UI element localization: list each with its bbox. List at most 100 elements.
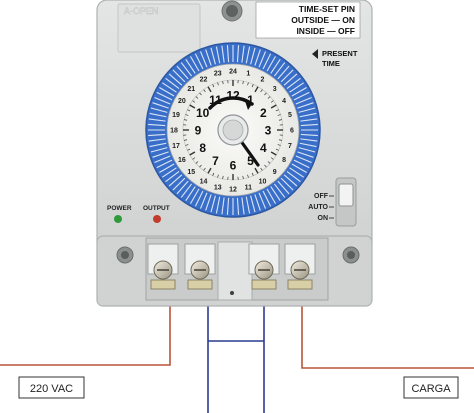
segment-tick[interactable] [300, 118, 318, 122]
segment-tick[interactable] [150, 107, 168, 113]
segment-tick[interactable] [199, 51, 208, 68]
segment-tick[interactable] [215, 196, 221, 214]
segment-tick[interactable] [215, 46, 221, 64]
segment-tick[interactable] [176, 180, 189, 195]
segment-tick[interactable] [291, 87, 307, 97]
segment-tick[interactable] [165, 170, 180, 183]
segment-tick[interactable] [254, 194, 261, 211]
segment-tick[interactable] [210, 195, 216, 213]
segment-tick[interactable] [283, 73, 298, 86]
segment-tick[interactable] [295, 96, 312, 105]
segment-tick[interactable] [270, 59, 281, 74]
segment-tick[interactable] [154, 155, 171, 164]
segment-tick[interactable] [298, 107, 316, 113]
segment-tick[interactable] [300, 133, 318, 137]
segment-tick[interactable] [241, 45, 245, 63]
segment-tick[interactable] [289, 82, 304, 93]
terminal-4[interactable] [284, 243, 316, 290]
segment-tick[interactable] [277, 180, 290, 195]
segment-tick[interactable] [293, 159, 310, 169]
segment-tick[interactable] [148, 118, 166, 122]
segment-tick[interactable] [236, 45, 240, 63]
segment-tick[interactable] [199, 192, 208, 209]
segment-tick[interactable] [156, 91, 173, 101]
segment-tick[interactable] [258, 192, 267, 209]
segment-tick[interactable] [299, 112, 317, 118]
segment-tick[interactable] [221, 45, 225, 63]
segment-tick[interactable] [258, 51, 267, 68]
segment-tick[interactable] [168, 73, 183, 86]
segment-tick[interactable] [273, 62, 286, 77]
segment-tick[interactable] [250, 195, 256, 213]
segment-tick[interactable] [277, 65, 290, 80]
segment-tick[interactable] [148, 133, 166, 137]
segment-tick[interactable] [297, 151, 314, 158]
segment-tick[interactable] [205, 194, 212, 211]
segment-tick[interactable] [266, 188, 276, 204]
dial-24h-number: 7 [288, 143, 292, 150]
segment-tick[interactable] [262, 190, 272, 207]
segment-tick[interactable] [194, 53, 204, 70]
segment-tick[interactable] [245, 46, 251, 64]
segment-tick[interactable] [295, 155, 312, 164]
segment-tick[interactable] [165, 77, 180, 90]
segment-tick[interactable] [180, 183, 193, 198]
segment-tick[interactable] [280, 69, 294, 83]
segment-tick[interactable] [262, 53, 272, 70]
segment-tick[interactable] [172, 177, 186, 191]
segment-tick[interactable] [148, 123, 166, 127]
mode-switch-slider[interactable] [338, 183, 354, 207]
terminal-3[interactable] [248, 243, 280, 290]
segment-tick[interactable] [250, 47, 256, 65]
segment-tick[interactable] [156, 159, 173, 169]
segment-tick[interactable] [286, 77, 301, 90]
segment-tick[interactable] [300, 123, 318, 127]
mode-switch[interactable]: OFF AUTO ON [308, 177, 357, 227]
segment-tick[interactable] [210, 47, 216, 65]
segment-tick[interactable] [245, 196, 251, 214]
segment-tick[interactable] [162, 167, 177, 178]
segment-tick[interactable] [205, 49, 212, 66]
segment-tick[interactable] [291, 163, 307, 173]
segment-tick[interactable] [190, 188, 200, 204]
segment-tick[interactable] [293, 91, 310, 101]
segment-tick[interactable] [172, 69, 186, 83]
segment-tick[interactable] [194, 190, 204, 207]
segment-tick[interactable] [266, 56, 276, 72]
segment-tick[interactable] [149, 112, 167, 118]
segment-tick[interactable] [299, 142, 317, 148]
segment-tick[interactable] [149, 142, 167, 148]
segment-tick[interactable] [226, 45, 230, 63]
segment-tick[interactable] [280, 177, 294, 191]
segment-tick[interactable] [152, 151, 169, 158]
segment-tick[interactable] [300, 138, 318, 142]
segment-tick[interactable] [286, 170, 301, 183]
segment-tick[interactable] [159, 87, 175, 97]
segment-tick[interactable] [185, 186, 196, 201]
segment-tick[interactable] [283, 174, 298, 187]
segment-tick[interactable] [221, 197, 225, 215]
segment-tick[interactable] [152, 102, 169, 109]
segment-tick[interactable] [150, 147, 168, 153]
segment-tick[interactable] [298, 147, 316, 153]
segment-tick[interactable] [297, 102, 314, 109]
segment-tick[interactable] [162, 82, 177, 93]
segment-tick[interactable] [168, 174, 183, 187]
segment-tick[interactable] [273, 183, 286, 198]
segment-tick[interactable] [270, 186, 281, 201]
segment-tick[interactable] [180, 62, 193, 77]
segment-tick[interactable] [236, 197, 240, 215]
segment-tick[interactable] [254, 49, 261, 66]
segment-tick[interactable] [241, 197, 245, 215]
segment-tick[interactable] [154, 96, 171, 105]
terminal-1[interactable] [147, 243, 179, 290]
segment-tick[interactable] [289, 167, 304, 178]
segment-tick[interactable] [190, 56, 200, 72]
segment-tick[interactable] [185, 59, 196, 74]
terminal-2[interactable] [184, 243, 216, 290]
segment-tick[interactable] [159, 163, 175, 173]
segment-tick[interactable] [226, 197, 230, 215]
segment-tick[interactable] [148, 138, 166, 142]
segment-tick[interactable] [176, 65, 189, 80]
